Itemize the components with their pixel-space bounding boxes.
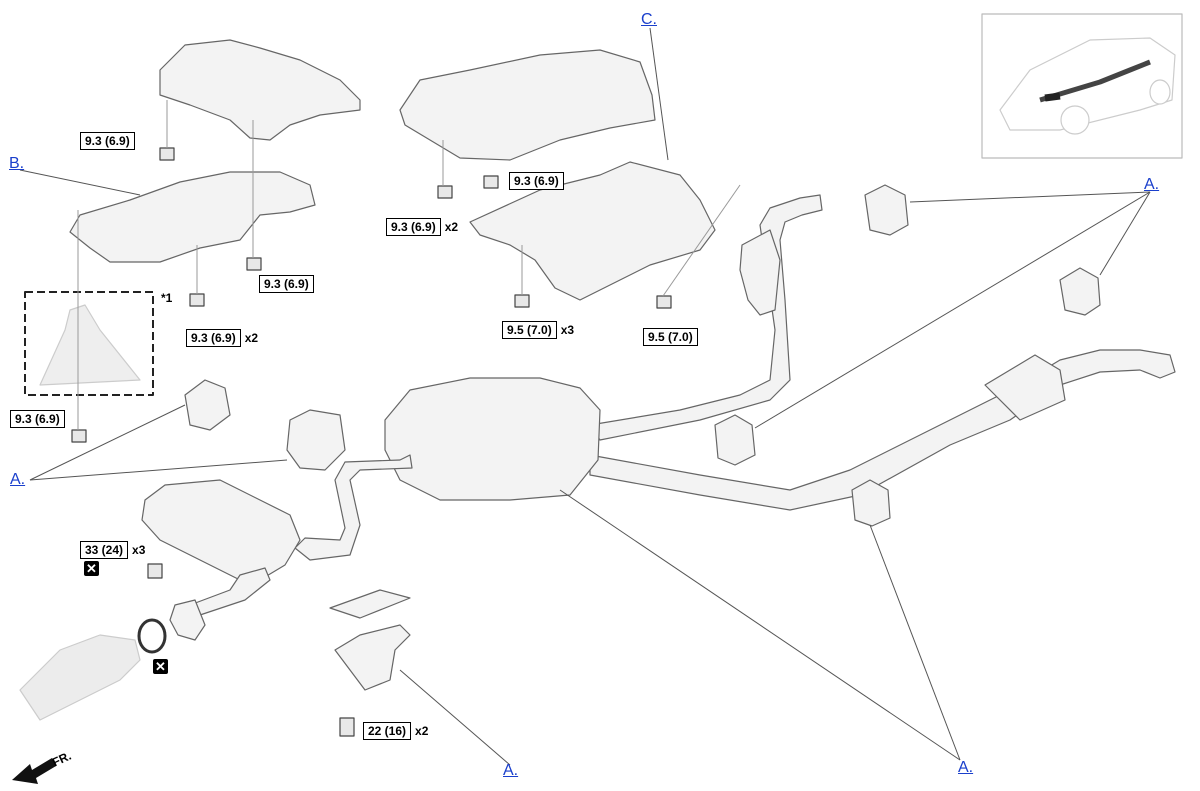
lower-heat-shield (69, 171, 316, 263)
torque-callout: 9.3 (6.9) x2 (386, 218, 458, 236)
torque-value: 9.3 (6.9) (80, 132, 135, 150)
torque-qty: x3 (560, 323, 575, 337)
rear-catalytic-section (984, 354, 1066, 421)
torque-callout: 9.3 (6.9) (80, 132, 139, 150)
leader-lines (19, 27, 1151, 766)
torque-value: 9.3 (6.9) (509, 172, 564, 190)
center-muffler (384, 377, 601, 501)
link-b[interactable]: B. (9, 155, 25, 172)
footnote-marker: *1 (161, 291, 173, 305)
bolts (71, 147, 672, 737)
torque-value: 9.3 (6.9) (10, 410, 65, 428)
detail-view-box (24, 291, 154, 396)
rubber-mount-left (184, 379, 231, 431)
link-a-top-right[interactable]: A. (1144, 176, 1160, 193)
link-c[interactable]: C. (641, 11, 657, 28)
mount-plate (329, 589, 411, 619)
link-a-bottom-center[interactable]: A. (503, 762, 519, 779)
torque-qty: x2 (244, 331, 259, 345)
torque-callout: 9.3 (6.9) (10, 410, 69, 428)
gasket (137, 618, 167, 654)
upstream-catalytic-pipe (19, 634, 141, 721)
rubber-mount-top-right (864, 184, 909, 236)
center-upper-heat-shield (399, 49, 656, 161)
link-a-bottom-right[interactable]: A. (958, 759, 974, 776)
rubber-mount-center (714, 414, 756, 466)
inlet-pipe (189, 567, 271, 616)
rubber-mount-far-right (1059, 267, 1101, 316)
rear-exhaust-pipe (589, 349, 1176, 511)
torque-value: 9.3 (6.9) (386, 218, 441, 236)
torque-callout: 9.3 (6.9) x2 (186, 329, 258, 347)
torque-callout: 9.3 (6.9) (509, 172, 568, 190)
rubber-mount-lower-right (851, 479, 891, 527)
front-muffler (141, 479, 301, 581)
rubber-mount-center-left (286, 409, 346, 471)
torque-value: 9.3 (6.9) (186, 329, 241, 347)
torque-value: 9.3 (6.9) (259, 275, 314, 293)
center-lower-heat-shield (469, 161, 716, 301)
torque-callout: 9.5 (7.0) x3 (502, 321, 574, 339)
torque-callout: 9.5 (7.0) (643, 328, 702, 346)
upper-heat-shield (159, 39, 361, 141)
torque-qty: x2 (444, 220, 459, 234)
inlet-flange (169, 599, 206, 641)
front-catalytic-section (739, 229, 781, 316)
torque-callout: 33 (24) x3 (80, 541, 145, 559)
detail-view-bracket (39, 304, 141, 386)
mount-bracket (334, 624, 411, 691)
vehicle-locator-thumbnail (981, 13, 1183, 159)
link-a-left[interactable]: A. (10, 471, 26, 488)
torque-value: 9.5 (7.0) (643, 328, 698, 346)
torque-callout: 22 (16) x2 (363, 722, 428, 740)
torque-qty: x2 (415, 724, 429, 738)
torque-value: 22 (16) (363, 722, 412, 740)
torque-value: 33 (24) (80, 541, 129, 559)
torque-callout: 9.3 (6.9) (259, 275, 318, 293)
torque-value: 9.5 (7.0) (502, 321, 557, 339)
center-upper-pipe (589, 194, 823, 441)
front-pipe (294, 454, 413, 561)
non-reusable-part-icon: ✕ (153, 659, 168, 674)
non-reusable-part-icon: ✕ (84, 561, 99, 576)
front-direction-arrow-icon (12, 758, 56, 784)
torque-qty: x3 (132, 543, 146, 557)
